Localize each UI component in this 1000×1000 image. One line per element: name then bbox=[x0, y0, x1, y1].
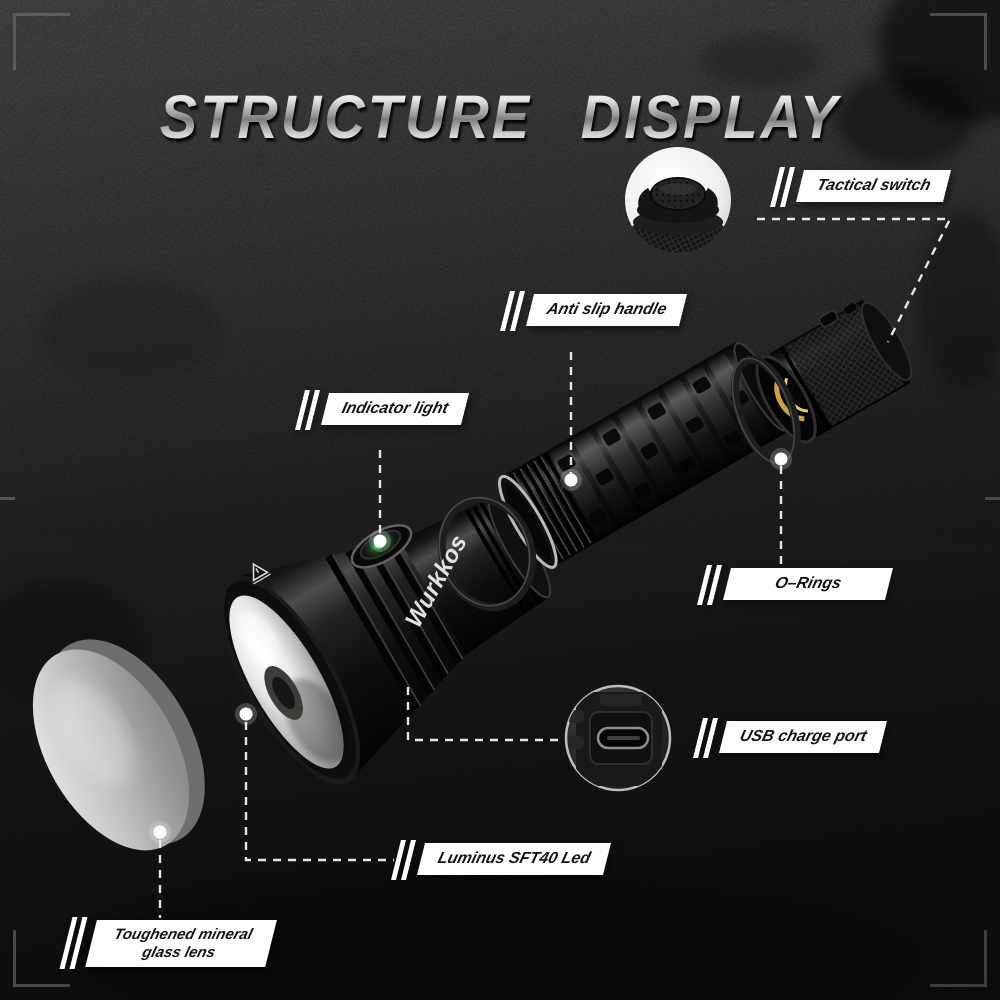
usb-port-inset bbox=[564, 684, 672, 792]
callout-label: Indicator light bbox=[321, 393, 469, 425]
lanyard-hole bbox=[818, 310, 839, 328]
body-tube bbox=[497, 341, 790, 569]
flashlight: Wurkkos bbox=[32, 299, 913, 851]
callout-label: Anti slip handle bbox=[526, 294, 688, 326]
callout-lines bbox=[158, 217, 952, 918]
callout-anti-slip-handle: Anti slip handle bbox=[500, 291, 688, 331]
callout-label: Luminus SFT40 Led bbox=[417, 843, 612, 875]
callout-indicator-light: Indicator light bbox=[295, 390, 469, 430]
frame-corner-top-right bbox=[930, 13, 987, 70]
page-title: STRUCTURE DISPLAY bbox=[0, 80, 1000, 152]
callout-luminus-led: Luminus SFT40 Led bbox=[391, 840, 612, 880]
callout-dots bbox=[149, 448, 792, 843]
frame-tick-left bbox=[0, 497, 15, 500]
callout-label: Tactical switch bbox=[796, 170, 952, 202]
frame-tick-right bbox=[985, 497, 1000, 500]
callout-o-rings: O–Rings bbox=[697, 565, 893, 605]
callout-usb-charge-port: USB charge port bbox=[693, 718, 888, 758]
o-ring-front bbox=[437, 494, 537, 612]
callout-label: USB charge port bbox=[719, 721, 888, 753]
frame-corner-bottom-left bbox=[13, 930, 70, 987]
glass-lens-disc bbox=[32, 639, 205, 851]
callout-label: Toughened mineral glass lens bbox=[85, 920, 277, 968]
callout-tactical-switch: Tactical switch bbox=[770, 167, 952, 207]
callout-label: O–Rings bbox=[723, 568, 893, 600]
warning-print-icon bbox=[252, 562, 271, 585]
callout-glass-lens: Toughened mineral glass lens bbox=[59, 917, 277, 969]
anti-slip-grooves bbox=[550, 353, 772, 537]
flashlight-head bbox=[219, 540, 466, 785]
frame-corner-bottom-right bbox=[930, 930, 987, 987]
frame-corner-top-left bbox=[13, 13, 70, 70]
